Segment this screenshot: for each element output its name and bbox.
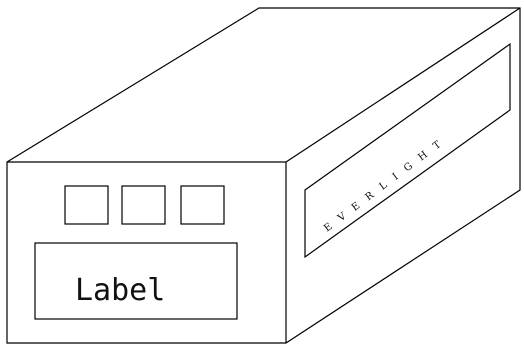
front-label-panel: Label <box>34 242 238 320</box>
front-label-box <box>34 242 238 320</box>
top-face-right-edge <box>285 7 521 163</box>
indicator-square-1 <box>64 185 109 225</box>
front-label-text: Label <box>75 273 165 308</box>
box-outline <box>6 7 521 344</box>
indicator-group <box>64 185 225 225</box>
side-window <box>304 42 511 259</box>
side-window-text: EVERLIGHT <box>322 133 451 234</box>
indicator-square-2 <box>121 185 166 225</box>
indicator-square-3 <box>180 185 225 225</box>
